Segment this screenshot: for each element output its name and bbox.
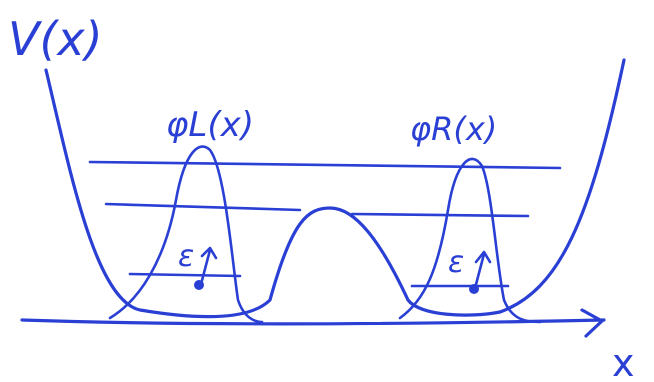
x-axis-line [20,318,606,326]
x-axis-label: x [612,341,635,382]
energy-level-1-left [128,272,242,278]
phi-right-label: φR(x) [410,110,497,148]
epsilon-left-label: ε [178,239,194,274]
right-wavefunction [398,157,542,324]
potential-label: V(x) [8,12,103,66]
epsilon-right-label: ε [448,245,464,280]
x-axis-arrow-icon [580,308,604,338]
energy-level-3 [88,160,562,170]
left-wavefunction [108,145,264,324]
epsilon-left-dot-icon [194,280,204,290]
epsilon-right-dot-icon [469,284,479,294]
potential-curve [44,58,626,319]
phi-left-label: φL(x) [166,105,254,145]
energy-level-2 [104,202,530,218]
